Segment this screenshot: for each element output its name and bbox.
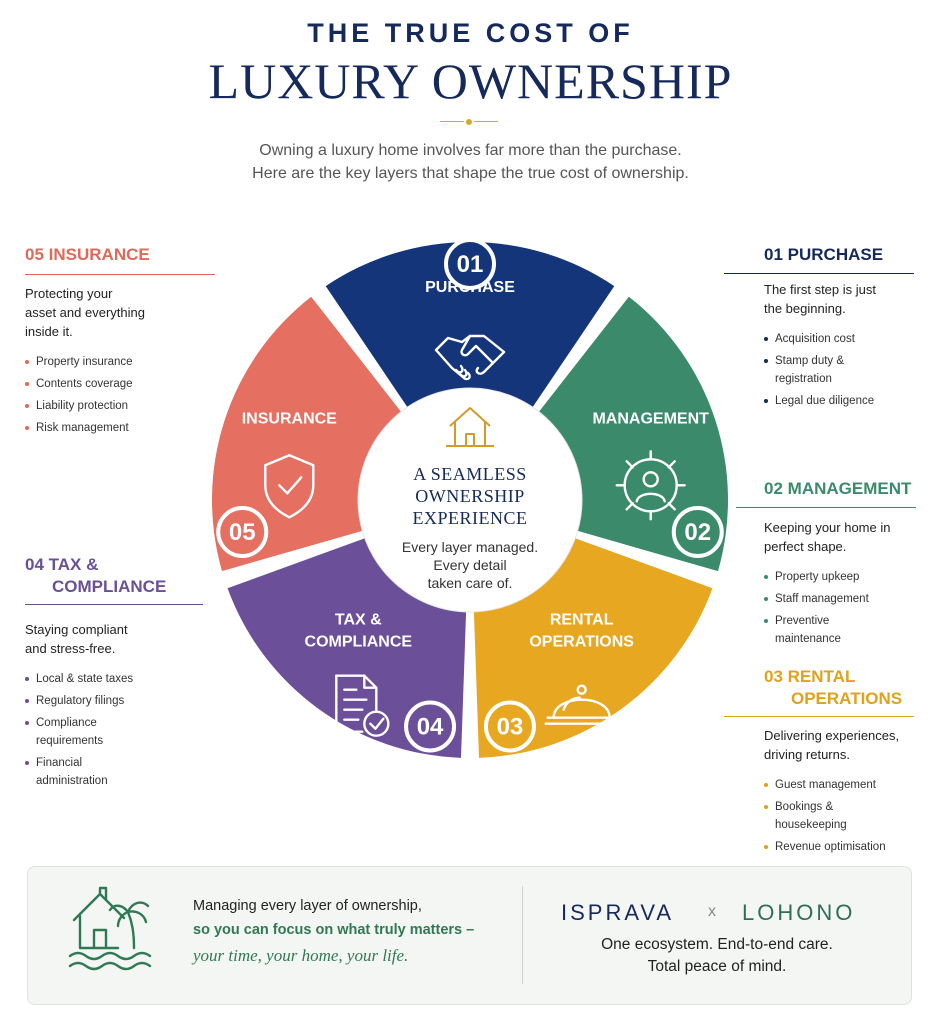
center-disc bbox=[357, 387, 583, 613]
house-icon bbox=[446, 407, 494, 447]
center-title: A SEAMLESS bbox=[413, 464, 527, 484]
gear-person-icon bbox=[615, 450, 686, 521]
list-item: Legal due diligence bbox=[764, 392, 924, 410]
list-item: Property insurance bbox=[25, 353, 215, 371]
segment-number-badge bbox=[671, 506, 724, 559]
wheel-segment-label: MANAGEMENT bbox=[592, 410, 709, 427]
purchase-panel-rule bbox=[724, 273, 914, 274]
brand-separator: x bbox=[708, 903, 716, 920]
insurance-panel-list: Property insurance Contents coverage Lia… bbox=[25, 353, 215, 437]
center-title: OWNERSHIP bbox=[415, 486, 525, 506]
list-item: Risk management bbox=[25, 419, 215, 437]
title-line-1: THE TRUE COST OF bbox=[307, 18, 634, 48]
cloche-icon bbox=[544, 684, 619, 725]
footer-tagline-1: One ecosystem. End-to-end care. bbox=[601, 936, 833, 953]
footer-divider bbox=[522, 886, 523, 984]
insurance-panel-rule bbox=[25, 274, 215, 275]
tax-panel-title: 04 TAX & COMPLIANCE bbox=[25, 555, 167, 596]
center-subtitle: taken care of. bbox=[428, 575, 513, 591]
list-item: Regulatory filings bbox=[25, 692, 215, 710]
footer-tagline-2: Total peace of mind. bbox=[647, 958, 787, 975]
segment-number: 05 bbox=[229, 519, 256, 546]
tax-panel-rule bbox=[25, 604, 203, 605]
purchase-panel-title: 01 PURCHASE bbox=[764, 245, 884, 264]
center-title: EXPERIENCE bbox=[413, 508, 528, 528]
brand-isprava: ISPRAVA bbox=[561, 900, 675, 925]
center-subtitle: Every layer managed. bbox=[402, 539, 538, 555]
management-panel-rule bbox=[736, 507, 916, 508]
tax-panel-list: Local & state taxes Regulatory filings C… bbox=[25, 670, 215, 790]
beach-house-icon bbox=[68, 886, 152, 971]
list-item: Contents coverage bbox=[25, 375, 215, 393]
title-ornament bbox=[440, 119, 500, 125]
shield-check-icon bbox=[264, 454, 315, 519]
list-item: Guest management bbox=[764, 776, 929, 794]
rental-panel-list: Guest management Bookings &housekeeping … bbox=[764, 776, 929, 856]
list-item: Stamp duty &registration bbox=[764, 352, 924, 388]
segment-number-badge bbox=[404, 700, 457, 753]
intro-line-1: Owning a luxury home involves far more t… bbox=[259, 142, 682, 159]
insurance-panel-title: 05 INSURANCE bbox=[25, 245, 150, 264]
management-panel-title: 02 MANAGEMENT bbox=[764, 479, 912, 498]
footer-line-2: so you can focus on what truly matters – bbox=[193, 922, 475, 938]
list-item: Local & state taxes bbox=[25, 670, 215, 688]
segment-number: 03 bbox=[497, 714, 524, 741]
rental-panel: 03 RENTAL OPERATIONS Delivering experien… bbox=[764, 666, 929, 860]
intro-line-2: Here are the key layers that shape the t… bbox=[252, 165, 689, 182]
management-panel-list: Property upkeep Staff management Prevent… bbox=[764, 568, 929, 648]
segment-number: 04 bbox=[417, 714, 444, 741]
segment-number: 02 bbox=[684, 519, 711, 546]
footer-banner bbox=[27, 866, 912, 1005]
footer-line-1: Managing every layer of ownership, bbox=[193, 898, 422, 914]
rental-panel-title: 03 RENTAL OPERATIONS bbox=[764, 667, 903, 708]
title-line-2: LUXURY OWNERSHIP bbox=[208, 53, 733, 109]
wheel-segment-label: TAX &COMPLIANCE bbox=[305, 612, 413, 651]
segment-number-badge bbox=[483, 700, 536, 753]
list-item: Property upkeep bbox=[764, 568, 929, 586]
purchase-panel-list: Acquisition cost Stamp duty &registratio… bbox=[764, 330, 924, 410]
rental-panel-rule bbox=[724, 716, 914, 717]
list-item: Revenue optimisation bbox=[764, 838, 929, 856]
list-item: Staff management bbox=[764, 590, 929, 608]
list-item: Acquisition cost bbox=[764, 330, 924, 348]
document-check-icon bbox=[335, 674, 390, 737]
list-item: Bookings &housekeeping bbox=[764, 798, 929, 834]
handshake-icon bbox=[434, 334, 506, 381]
rental-panel-desc: Delivering experiences,driving returns. bbox=[764, 728, 900, 762]
list-item: Liability protection bbox=[25, 397, 215, 415]
brand-lohono: LOHONO bbox=[742, 900, 856, 925]
center-subtitle: Every detail bbox=[433, 557, 506, 573]
footer-line-3: your time, your home, your life. bbox=[193, 946, 409, 965]
segment-number-badge bbox=[444, 238, 496, 290]
segment-number: 01 bbox=[457, 251, 484, 278]
wheel-segment-label: INSURANCE bbox=[242, 410, 337, 427]
segment-number-badge bbox=[216, 506, 269, 559]
